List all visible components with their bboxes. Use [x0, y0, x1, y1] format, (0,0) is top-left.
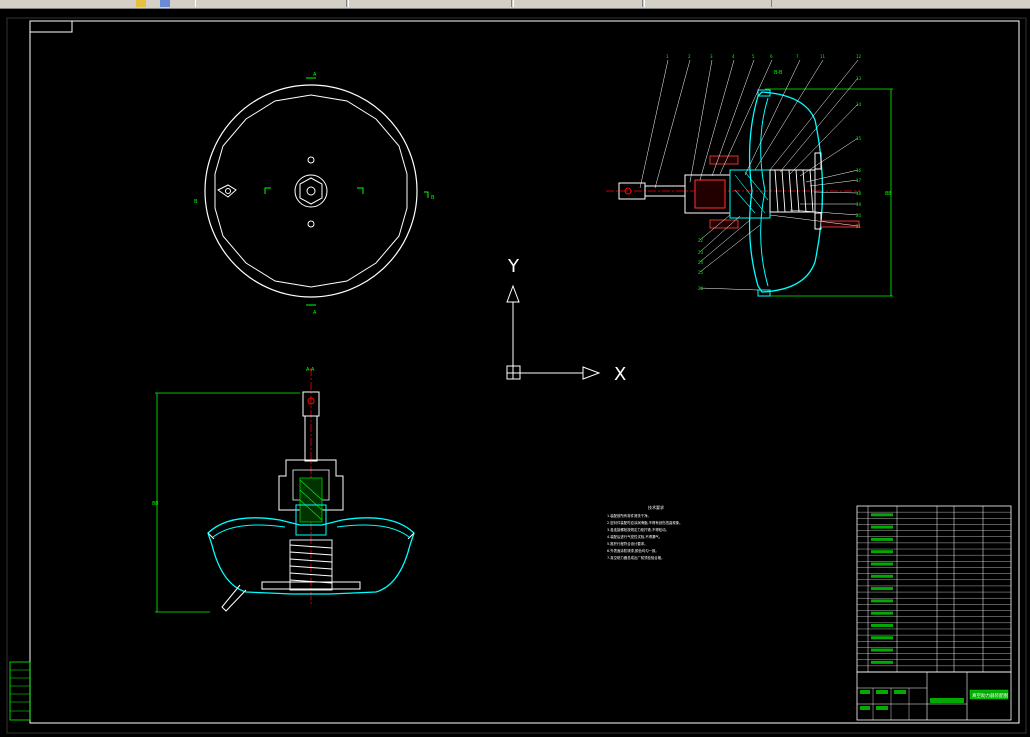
svg-text:25: 25 [698, 270, 704, 275]
svg-text:17: 17 [856, 178, 862, 183]
tab-layout[interactable]: 布局1 [644, 0, 772, 17]
svg-text:1: 1 [666, 54, 669, 59]
svg-text:22: 22 [698, 238, 704, 243]
technical-notes: 技术要求 1.装配前所有零件清洗干净。 2.密封件装配时应涂润滑脂,不得有划伤扭… [607, 504, 683, 560]
drawing-border [29, 20, 1020, 724]
tab-label: 3y2y3y.dwg [520, 10, 556, 17]
parts-list-cell [871, 623, 893, 627]
tab-drawing-2[interactable]: 3y2y3y.dwg [348, 0, 512, 17]
dimension-text: 88 [885, 191, 891, 197]
parts-list-cell [871, 611, 893, 615]
svg-text:5: 5 [752, 54, 755, 59]
drawing-canvas[interactable]: A A B B 88 A-A [0, 8, 1030, 737]
svg-text:23: 23 [698, 250, 704, 255]
notes-line: 1.装配前所有零件清洗干净。 [607, 513, 651, 518]
notes-line: 3.各连接螺栓按规定力矩拧紧,不得松动。 [607, 527, 669, 532]
notes-line: 6.外表面涂防锈漆,颜色均匀一致。 [607, 548, 659, 553]
svg-text:3: 3 [710, 54, 713, 59]
parts-list-table [856, 505, 1012, 673]
parts-list-cell [871, 599, 893, 603]
notes-line: 7.真空助力器总成出厂前须检验合格。 [607, 555, 664, 560]
notes-title: 技术要求 [648, 504, 664, 510]
tab-bar: 3y2y3y.dwg 3y2y3y.dwg 3y2y3y.dwg 布局1 [0, 0, 1030, 17]
parts-list-cell [871, 648, 893, 652]
parts-list-cell [871, 660, 893, 664]
svg-text:16: 16 [856, 168, 862, 173]
parts-list-cell [871, 636, 893, 640]
notes-line: 2.密封件装配时应涂润滑脂,不得有划伤扭曲现象。 [607, 520, 683, 525]
tab-drawing-1[interactable]: 3y2y3y.dwg [195, 0, 347, 17]
parts-list-cell [871, 574, 893, 578]
section-label: A-A [306, 367, 315, 373]
parts-list-cell [871, 562, 893, 566]
svg-text:15: 15 [856, 136, 862, 141]
svg-text:11: 11 [820, 54, 826, 59]
title-block: 真空助力器装配图 [856, 671, 1012, 721]
svg-text:18: 18 [856, 191, 862, 196]
svg-text:7: 7 [796, 54, 799, 59]
tab-label: 3y2y3y.dwg [202, 10, 238, 17]
parts-list-cell [871, 525, 893, 529]
svg-text:14: 14 [856, 102, 862, 107]
parts-list-cell [871, 537, 893, 541]
svg-text:21: 21 [856, 224, 862, 229]
tab-label: 3y2y3y.dwg [355, 10, 391, 17]
tab-label: 布局1 [651, 10, 667, 17]
svg-text:19: 19 [856, 202, 862, 207]
svg-text:2: 2 [688, 54, 691, 59]
tab-drawing-3[interactable]: 3y2y3y.dwg [513, 0, 643, 17]
cube-icon[interactable] [160, 0, 170, 7]
parts-list-cell [871, 587, 893, 591]
ucs-icon: Y X [506, 256, 626, 385]
front-section-view: 88 A-A [152, 367, 415, 613]
notes-line: 4.装配后进行气密性试验,不得漏气。 [607, 534, 662, 539]
section-mark: A [313, 72, 317, 78]
parts-list-cell [871, 550, 893, 554]
notes-line: 5.推杆行程符合设计要求。 [607, 541, 648, 546]
section-label: B-B [774, 70, 783, 76]
svg-text:4: 4 [732, 54, 735, 59]
section-mark: A [313, 310, 317, 316]
corner-label-box [29, 20, 73, 33]
svg-text:13: 13 [856, 76, 862, 81]
open-folder-icon[interactable] [136, 0, 146, 7]
parts-list-cell [871, 513, 893, 517]
svg-text:24: 24 [698, 260, 704, 265]
section-mark: B [194, 199, 198, 205]
ucs-y-label: Y [507, 256, 520, 277]
outer-border [6, 17, 1027, 734]
ucs-x-label: X [614, 364, 626, 385]
side-section-view: 88 [606, 54, 893, 297]
drawing-title: 真空助力器装配图 [972, 692, 1008, 699]
top-view: A A B B [194, 72, 435, 316]
svg-text:20: 20 [856, 213, 862, 218]
section-mark: B [431, 195, 435, 201]
revision-stamp [9, 661, 31, 721]
svg-text:12: 12 [856, 54, 862, 59]
dimension-text: 88 [152, 501, 158, 507]
svg-text:6: 6 [770, 54, 773, 59]
svg-text:26: 26 [698, 286, 704, 291]
